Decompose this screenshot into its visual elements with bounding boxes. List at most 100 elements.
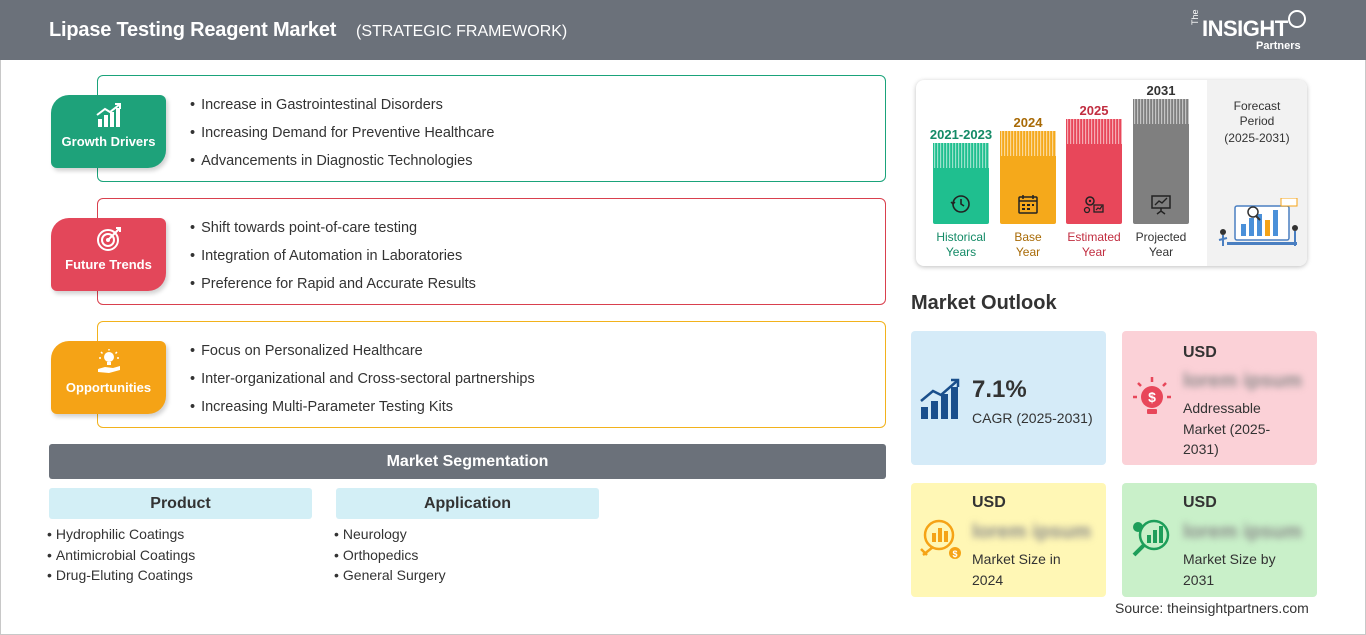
money-chart-icon: $ xyxy=(920,519,961,559)
list-item: Increasing Demand for Preventive Healthc… xyxy=(190,123,494,151)
svg-text:$: $ xyxy=(952,549,957,559)
size2031-value: lorem ipsum xyxy=(1183,521,1302,543)
size2024-label-1: Market Size in xyxy=(972,551,1061,567)
list-item: Preference for Rapid and Accurate Result… xyxy=(190,274,476,302)
forecast-period-text: Forecast Period (2025-2031) xyxy=(1207,99,1307,146)
market-segmentation-header: Market Segmentation xyxy=(49,444,886,479)
addressable-label-3: 2031) xyxy=(1183,441,1219,457)
growth-drivers-badge: Growth Drivers xyxy=(51,95,166,168)
addressable-label: Addressable Market (2025- 2031) xyxy=(1183,398,1270,460)
growth-drivers-box: Increase in Gastrointestinal Disorders I… xyxy=(97,75,886,182)
timeline-year-label: 2021-2023 xyxy=(929,127,993,142)
timeline-year-label: 2025 xyxy=(1079,103,1109,118)
lightbulb-hand-icon xyxy=(98,349,120,373)
timeline-bar xyxy=(1066,119,1122,224)
opportunities-label: Opportunities xyxy=(65,380,152,395)
future-trends-badge: Future Trends xyxy=(51,218,166,291)
cagr-value: 7.1% xyxy=(972,376,1027,403)
opportunities-box: Focus on Personalized Healthcare Inter-o… xyxy=(97,321,886,428)
history-clock-icon xyxy=(950,195,970,213)
logo-partners: Partners xyxy=(1256,40,1301,52)
timeline-period-label-1: Historical xyxy=(936,230,986,244)
bar-stripes xyxy=(933,143,989,168)
addressable-label-1: Addressable xyxy=(1183,400,1261,416)
application-list: Neurology Orthopedics General Surgery xyxy=(334,524,446,586)
header-bar: Lipase Testing Reagent Market (STRATEGIC… xyxy=(0,0,1366,60)
list-item: Increasing Multi-Parameter Testing Kits xyxy=(190,397,535,425)
timeline-bar xyxy=(1000,131,1056,224)
future-trends-box: Shift towards point-of-care testing Inte… xyxy=(97,198,886,305)
bar-growth-icon xyxy=(920,378,960,419)
dollar-bulb-icon: $ xyxy=(1133,377,1171,414)
application-header: Application xyxy=(336,488,599,519)
list-item: Antimicrobial Coatings xyxy=(47,545,195,566)
list-item: Advancements in Diagnostic Technologies xyxy=(190,151,494,179)
logo-ring-icon xyxy=(1288,10,1306,28)
list-item: Neurology xyxy=(334,524,446,545)
cagr-card: 7.1% CAGR (2025-2031) xyxy=(911,331,1106,465)
list-item: Focus on Personalized Healthcare xyxy=(190,341,535,369)
market-size-2024-card: $ USD lorem ipsum Market Size in 2024 xyxy=(911,483,1106,597)
product-header: Product xyxy=(49,488,312,519)
size2024-value: lorem ipsum xyxy=(972,521,1091,543)
list-item: Hydrophilic Coatings xyxy=(47,524,195,545)
timeline-period-label-1: Estimated xyxy=(1067,230,1121,244)
logo-insight: INSIGHT xyxy=(1202,16,1288,41)
timeline-period-label-1: Projected xyxy=(1135,230,1187,244)
addressable-usd: USD xyxy=(1183,344,1217,361)
opportunities-badge: Opportunities xyxy=(51,341,166,414)
timeline-bar xyxy=(1133,99,1189,224)
svg-text:$: $ xyxy=(1148,389,1156,405)
list-item: Drug-Eluting Coatings xyxy=(47,565,195,586)
size2031-label-2: 2031 xyxy=(1183,571,1215,588)
list-item: General Surgery xyxy=(334,565,446,586)
timeline-period-label-2: Year xyxy=(1148,245,1174,259)
logo-the: The xyxy=(1190,9,1200,25)
source-link[interactable]: Source: theinsightpartners.com xyxy=(1115,600,1309,616)
forecast-line1: Forecast xyxy=(1233,99,1281,113)
timeline-year-label: 2031 xyxy=(1146,83,1176,98)
growth-magnifier-icon xyxy=(1132,519,1170,557)
presentation-board-icon xyxy=(1151,195,1171,215)
timeline-period-label-1: Base xyxy=(1014,230,1042,244)
list-item: Orthopedics xyxy=(334,545,446,566)
timeline-period-label-2: Year xyxy=(1081,245,1107,259)
future-trends-label: Future Trends xyxy=(65,257,152,272)
target-icon xyxy=(97,227,121,251)
list-item: Inter-organizational and Cross-sectoral … xyxy=(190,369,535,397)
size2024-usd: USD xyxy=(972,494,1006,511)
gears-chart-icon xyxy=(1083,196,1104,214)
timeline-period-label-2: Year xyxy=(1015,245,1041,259)
bar-stripes xyxy=(1066,119,1122,144)
market-size-2031-card: USD lorem ipsum Market Size by 2031 xyxy=(1122,483,1317,597)
cagr-label: CAGR (2025-2031) xyxy=(972,410,1093,426)
forecast-line2: Period xyxy=(1239,114,1275,128)
bar-stripes xyxy=(1000,131,1056,156)
size2031-label: Market Size by 2031 xyxy=(1183,549,1276,590)
product-list: Hydrophilic Coatings Antimicrobial Coati… xyxy=(47,524,195,586)
timeline-year-label: 2024 xyxy=(1013,115,1043,130)
calendar-icon xyxy=(1018,195,1038,214)
addressable-market-card: $ USD lorem ipsum Addressable Market (20… xyxy=(1122,331,1317,465)
growth-drivers-label: Growth Drivers xyxy=(61,134,156,149)
page-title: Lipase Testing Reagent Market xyxy=(49,19,337,41)
list-item: Shift towards point-of-care testing xyxy=(190,218,476,246)
list-item: Integration of Automation in Laboratorie… xyxy=(190,246,476,274)
size2024-label-2: 2024 xyxy=(972,571,1004,588)
forecast-panel: Forecast Period (2025-2031) xyxy=(1207,80,1307,266)
timeline-bar xyxy=(933,143,989,224)
bar-stripes xyxy=(1133,99,1189,124)
size2031-usd: USD xyxy=(1183,494,1217,511)
market-outlook-title: Market Outlook xyxy=(911,292,1057,314)
insight-partners-logo[interactable]: The INSIGHT Partners xyxy=(1190,8,1310,54)
addressable-label-2: Market (2025- xyxy=(1183,420,1271,437)
addressable-value: lorem ipsum xyxy=(1183,370,1302,392)
size2024-label: Market Size in 2024 xyxy=(972,549,1061,590)
timeline-period-label-2: Years xyxy=(945,245,977,259)
forecast-years: (2025-2031) xyxy=(1224,131,1290,145)
size2031-label-1: Market Size by xyxy=(1183,551,1276,567)
